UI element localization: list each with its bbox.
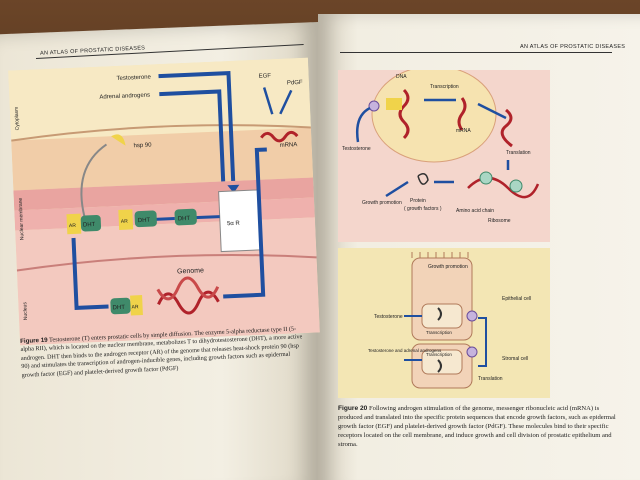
figure-20-caption-text: Following androgen stimulation of the ge… — [338, 405, 616, 448]
figure-19-caption-label: Figure 19 — [20, 336, 48, 345]
fig19-ar-label-2: AR — [69, 223, 77, 229]
fig20-testosterone-label: Testosterone — [342, 146, 371, 152]
figure-20-top-svg: DNA Testosterone Transcription mRNA Tran… — [338, 65, 550, 242]
fig20-amino-acid-label: Amino acid chain — [456, 208, 494, 214]
fig20-bottom-testosterone-label: Testosterone — [374, 314, 403, 320]
fig19-dht-label-1: DHT — [178, 216, 191, 223]
fig19-mrna-label: mRNA — [280, 142, 298, 149]
figure-20-caption: Figure 20 Following androgen stimulation… — [338, 404, 620, 449]
fig20-growth-promotion-label: Growth promotion — [362, 200, 402, 206]
fig19-ar-label-3: AR — [131, 304, 139, 310]
figure-20-caption-label: Figure 20 — [338, 405, 368, 412]
fig20-stromal-label: Stromal cell — [502, 356, 528, 362]
fig19-nucleus-label: Nucleus — [22, 301, 29, 320]
figure-19-svg: Testosterone Adrenal androgens EGF PdGF … — [8, 57, 320, 346]
fig19-dht-label-4: DHT — [112, 305, 125, 312]
fig20-bottom-growth-label: Growth promotion — [428, 264, 468, 270]
right-header-rule — [340, 52, 612, 54]
fig20-bottom-transcription-label-1: Transcription — [426, 330, 452, 335]
figure-19-illustration: Testosterone Adrenal androgens EGF PdGF … — [8, 57, 320, 346]
fig19-pdgf-label: PdGF — [287, 80, 303, 87]
right-running-head: AN ATLAS OF PROSTATIC DISEASES — [520, 44, 626, 50]
figure-20-bottom-svg: Growth promotion Epithelial cell Testost… — [338, 248, 550, 398]
fig20-dna-label: DNA — [396, 74, 407, 80]
hsp90-shape — [111, 134, 126, 146]
figure-20-top-illustration: DNA Testosterone Transcription mRNA Tran… — [338, 65, 550, 242]
fig19-hsp-label: hsp 90 — [133, 142, 152, 149]
fig20-ribosome-label: Ribosome — [488, 218, 511, 224]
fig19-dht-label-3: DHT — [83, 222, 96, 229]
fig19-nuclear-membrane-label: Nuclear membrane — [18, 197, 26, 240]
figure-20-bottom-illustration: Growth promotion Epithelial cell Testost… — [338, 248, 550, 398]
fig20-bottom-transcription-label-2: Transcription — [426, 352, 452, 357]
fig19-genome-label: Genome — [177, 267, 204, 275]
fig20-transcription-label: Transcription — [430, 84, 459, 90]
fig19-adrenal-label: Adrenal androgens — [99, 93, 150, 101]
fig19-ar-label-1: AR — [121, 219, 129, 225]
fig19-dht-label-2: DHT — [138, 218, 151, 225]
fig20-growth-factors-label: ( growth factors ) — [404, 206, 442, 212]
fig20-testosterone-adrenal-label: Testosterone and adrenal androgens — [368, 348, 442, 353]
fig19-cytoplasm-label: Cytoplasm — [14, 107, 21, 131]
fig20-protein-label: Protein — [410, 198, 426, 204]
fig19-reductase-label: 5α R — [227, 221, 241, 228]
fig20-bottom-translation-label: Translation — [478, 376, 503, 382]
fig19-egf-label: EGF — [259, 73, 272, 80]
fig20-translation-label: Translation — [506, 150, 531, 156]
fig20-epithelial-label: Epithelial cell — [502, 296, 531, 302]
fig19-testosterone-label: Testosterone — [116, 74, 151, 82]
fig20-mrna-label: mRNA — [456, 128, 471, 134]
